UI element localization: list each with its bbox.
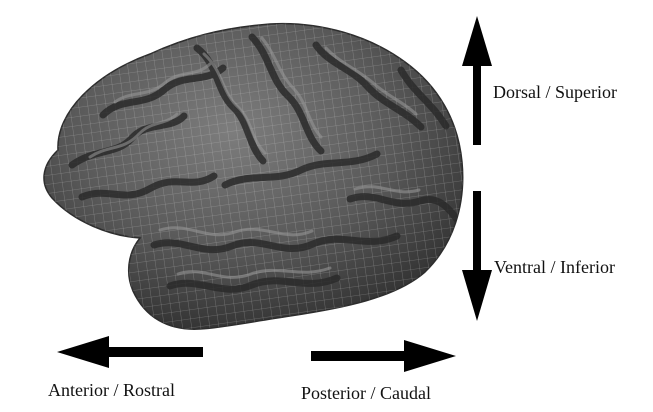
- posterior-caudal-label: Posterior / Caudal: [301, 383, 431, 403]
- dorsal-superior-label: Dorsal / Superior: [493, 82, 617, 102]
- brain-surface: [43, 22, 464, 330]
- ventral-inferior-label: Ventral / Inferior: [494, 257, 615, 277]
- anterior-rostral-label: Anterior / Rostral: [48, 380, 175, 400]
